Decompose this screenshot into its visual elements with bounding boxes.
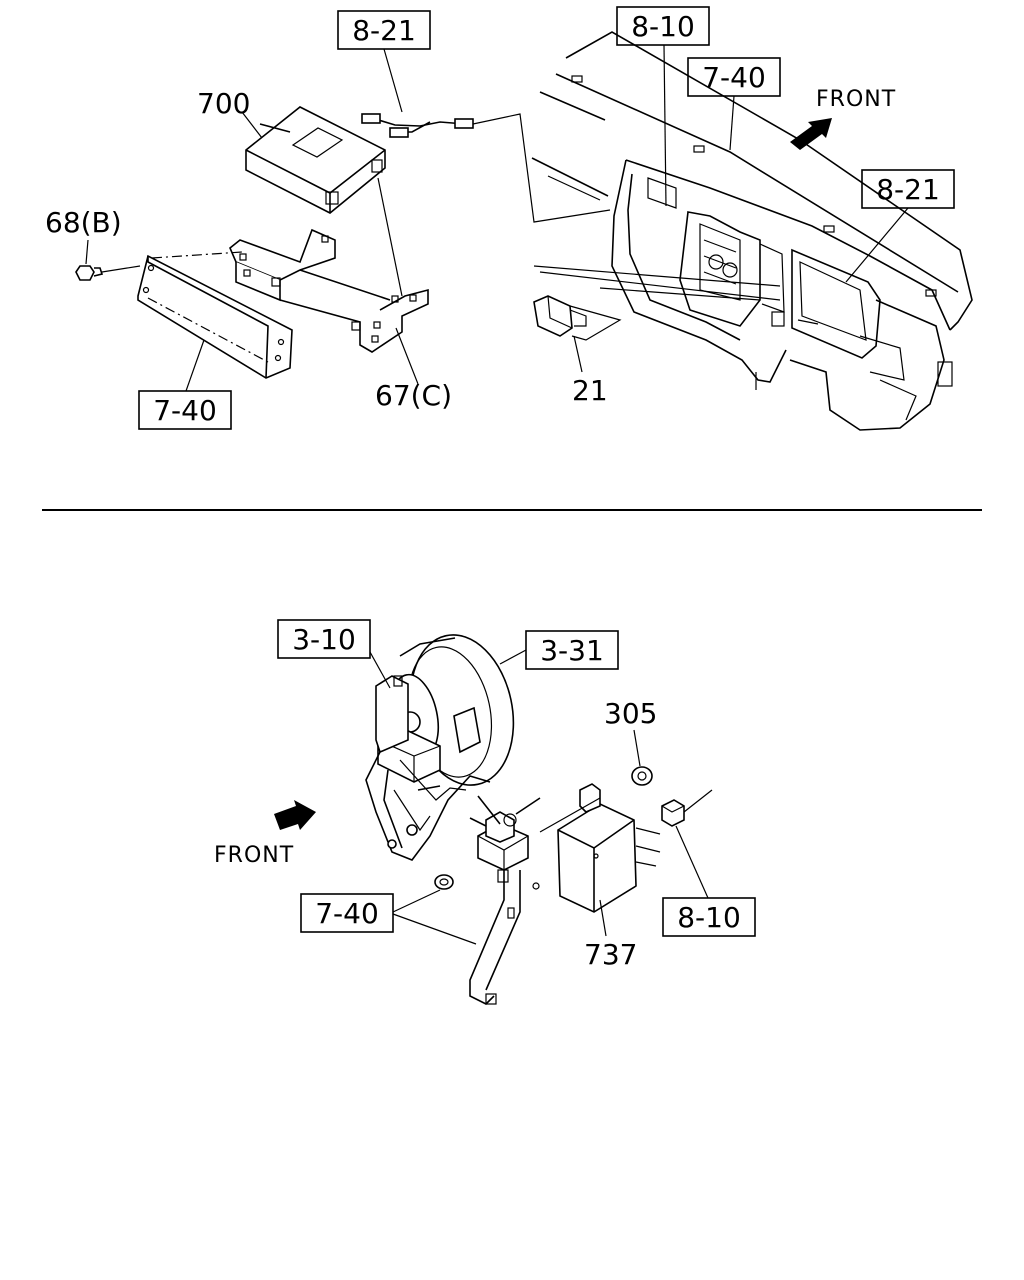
ref-box-8-21-top: 8-21 [337,10,431,50]
ref-label: 8-21 [876,173,940,206]
arrow-icon [274,800,316,830]
connector-8-10 [661,789,713,899]
arrow-icon [790,118,832,150]
part-number-700: 700 [197,87,250,120]
lower-section: 3-10 3-31 7-40 8-10 305 737 FRONT [214,619,756,1005]
ref-label: 3-31 [540,634,604,667]
ref-box-8-10-top: 8-10 [616,6,710,46]
nut-305 [631,729,653,786]
dashboard [531,31,973,431]
wire-harness [361,48,611,223]
front-arrow-lower: FRONT [214,800,316,868]
brake-booster [369,634,527,791]
ref-label: 8-10 [631,10,695,43]
switch-21 [533,295,622,373]
module-737 [539,783,661,937]
front-label: FRONT [214,843,294,868]
ref-box-3-10: 3-10 [277,619,371,659]
ref-box-7-40-top: 7-40 [687,57,781,97]
ref-box-3-31: 3-31 [525,630,619,670]
ref-label: 7-40 [702,61,766,94]
ref-label: 3-10 [292,623,356,656]
ref-box-7-40-left: 7-40 [138,390,232,430]
part-number-305: 305 [604,697,657,730]
part-number-737: 737 [584,938,637,971]
ref-box-7-40-lower: 7-40 [300,893,394,933]
trim-panel [137,251,293,392]
ref-box-8-10-lower: 8-10 [662,897,756,937]
ref-box-8-21-right: 8-21 [861,169,955,209]
front-arrow-upper: FRONT [790,87,896,150]
bracket-67c [229,177,429,385]
pedal-assembly [365,751,541,1005]
screw-68b [75,239,141,281]
ref-label: 7-40 [315,897,379,930]
control-unit-700 [245,106,386,214]
ref-label: 7-40 [153,394,217,427]
part-number-67c: 67(C) [375,379,452,412]
front-label: FRONT [816,87,896,112]
ref-label: 8-10 [677,901,741,934]
ref-label: 8-21 [352,14,416,47]
upper-section: 8-21 8-10 7-40 8-21 7-40 700 68(B) 67(C)… [42,6,982,511]
part-number-21: 21 [572,374,608,407]
part-number-68b: 68(B) [45,206,122,239]
